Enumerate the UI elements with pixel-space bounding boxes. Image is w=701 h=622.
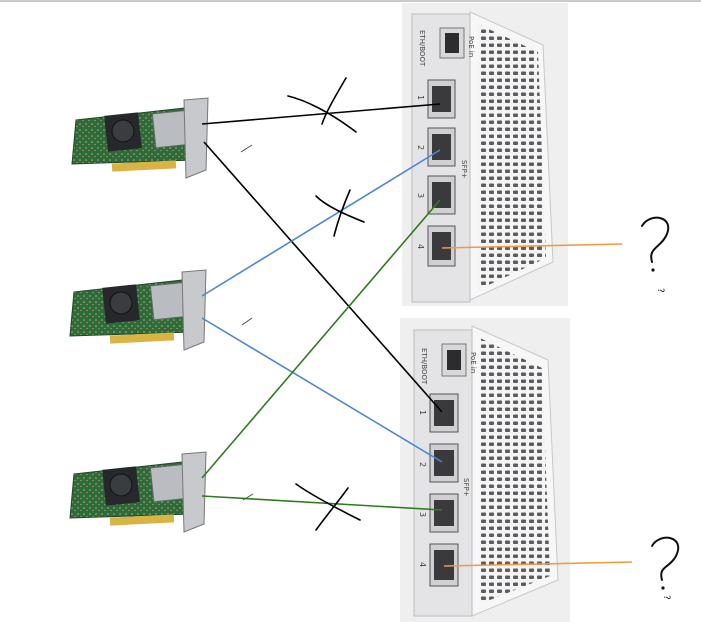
- nic-card-2: [69, 269, 207, 351]
- switch-bottom-sfp-port-2: 2: [418, 443, 459, 483]
- nic-2-fan: [109, 291, 133, 315]
- cross-mark-top-port1: [287, 77, 357, 133]
- top-divider: [0, 0, 701, 2]
- cable-layer: [201, 103, 633, 567]
- cable-nic2-to-switch-top-port2: [201, 149, 441, 297]
- switch-top-poe-label: PoE in: [467, 36, 475, 57]
- crossed-out-marks: [287, 77, 365, 531]
- switch-bottom-port-1-label: 1: [418, 410, 427, 415]
- cross-mark-top-port2: [315, 189, 365, 237]
- nic-3-bracket: [181, 451, 207, 533]
- switch-top-vent-grid: [478, 24, 546, 290]
- switch-top-eth-jack: [445, 33, 459, 53]
- switch-bottom-eth-jack: [447, 350, 461, 370]
- switch-top: PoE in ETH/BOOT SFP+ 1 2 3 4: [402, 3, 568, 306]
- nic-1-bracket: [183, 97, 209, 179]
- question-mark-icon: [641, 216, 670, 263]
- question-dot-icon: [651, 268, 655, 272]
- unknown-bottom-mark: ?: [661, 595, 671, 600]
- switch-top-port-2-label: 2: [416, 145, 425, 150]
- unknown-endpoint-bottom: ?: [651, 536, 680, 600]
- switch-top-sfp-port-3: 3: [416, 175, 456, 215]
- nic-3-edge-connector: [109, 514, 175, 526]
- switch-bottom-vent-grid: [480, 338, 550, 604]
- switch-bottom-sfp-port-4: 4: [418, 543, 459, 587]
- switch-bottom-poe-label: PoE in: [469, 352, 477, 373]
- tick-mark-3: [242, 493, 254, 501]
- nic-3-fan: [109, 473, 133, 497]
- switch-bottom-sfp-port-3: 3: [418, 493, 459, 533]
- cable-switch-bottom-port4-to-unknown: [443, 561, 633, 567]
- cable-nic3-to-switch-bottom-port3: [201, 495, 443, 511]
- tick-mark-1: [240, 144, 253, 153]
- unknown-endpoint-top: ?: [641, 216, 670, 293]
- nic-2-bracket: [181, 269, 207, 351]
- cable-nic2-to-switch-bottom-port2: [201, 317, 443, 463]
- question-dot-icon-bottom: [661, 586, 665, 590]
- switch-top-port-1-label: 1: [416, 95, 425, 100]
- switch-bottom-port-2-label: 2: [418, 462, 427, 467]
- cable-nic1-to-switch-bottom-port1: [203, 141, 443, 413]
- switch-top-port-4-label: 4: [416, 244, 425, 249]
- switch-top-eth-label: ETH/BOOT: [418, 30, 426, 67]
- switch-top-sfp-port-2: 2: [416, 127, 456, 167]
- switch-bottom-sfp-port-1: 1: [418, 393, 459, 433]
- question-mark-icon-bottom: [651, 536, 680, 581]
- cable-switch-top-port4-to-unknown: [441, 243, 623, 249]
- cross-mark-bottom-port3: [295, 483, 361, 531]
- switch-bottom-port-3-label: 3: [418, 512, 427, 517]
- switch-bottom-eth-port: [441, 343, 467, 377]
- nic-2-edge-connector: [109, 332, 175, 344]
- switch-bottom: PoE in ETH/BOOT SFP+ 1 2 3 4: [400, 318, 570, 622]
- nic-card-1: [71, 97, 209, 179]
- unknown-top-mark: ?: [655, 288, 665, 293]
- switch-top-sfp-label: SFP+: [460, 160, 468, 179]
- nic-1-fan: [111, 119, 135, 143]
- nic-card-3: [69, 451, 207, 533]
- switch-top-sfp-port-4: 4: [416, 225, 456, 267]
- cable-nic1-to-switch-top-port1: [201, 103, 441, 125]
- switch-top-sfp-port-1: 1: [416, 79, 456, 119]
- switch-top-port-3-label: 3: [416, 193, 425, 198]
- switch-bottom-sfp-label: SFP+: [462, 478, 470, 497]
- cable-nic3-to-switch-top-port3: [201, 199, 441, 479]
- switch-bottom-port-4-label: 4: [418, 562, 427, 567]
- nic-1-edge-connector: [111, 160, 177, 172]
- tick-mark-2: [241, 317, 253, 326]
- cable-tick-marks: [240, 144, 254, 501]
- switch-bottom-eth-label: ETH/BOOT: [420, 348, 428, 385]
